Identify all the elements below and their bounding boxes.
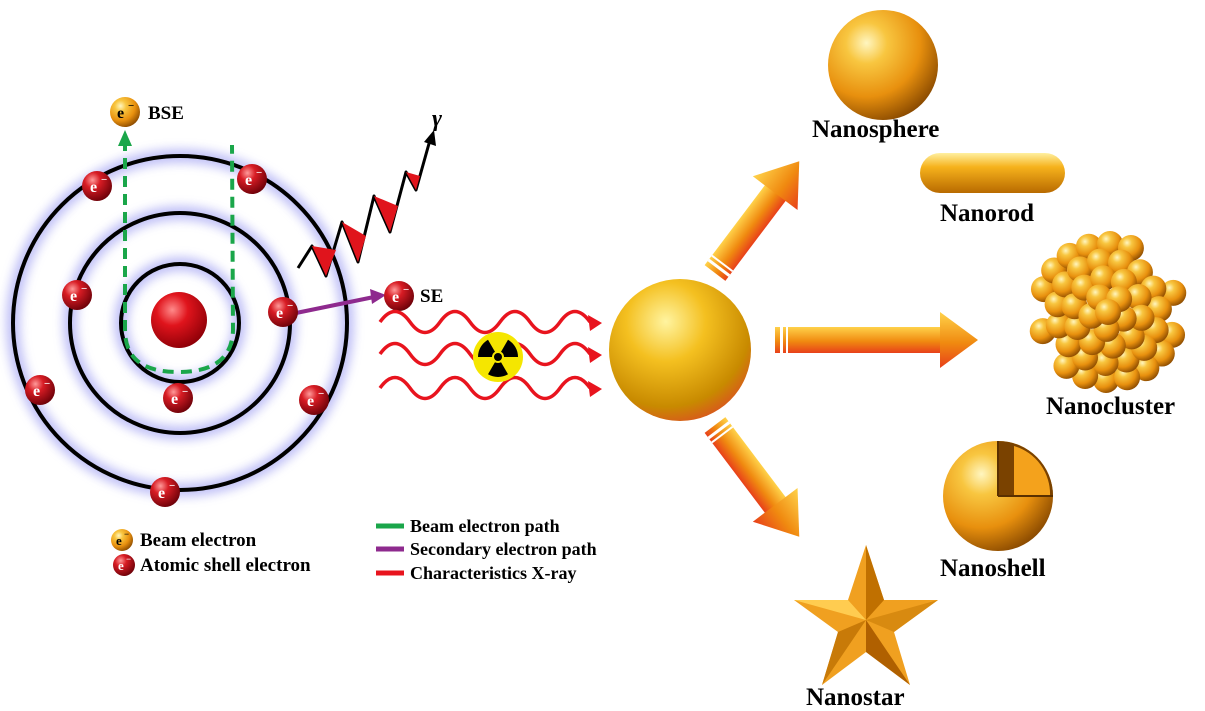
nanoshell-label: Nanoshell	[940, 555, 1046, 582]
nanocluster-shape	[1029, 231, 1187, 393]
svg-text:e: e	[116, 533, 122, 548]
legend-beam-path-label: Beam electron path	[410, 516, 560, 536]
legend-beam-electron-label: Beam electron	[140, 530, 257, 551]
arrow-up	[704, 161, 800, 281]
xray-waves	[378, 309, 602, 401]
shell-electron: e −	[268, 297, 298, 327]
nanocluster-label: Nanocluster	[1046, 393, 1175, 420]
svg-text:e: e	[70, 288, 77, 305]
cluster-particle	[1125, 284, 1152, 311]
svg-text:−: −	[287, 300, 293, 312]
shell-electron: e −	[25, 375, 55, 405]
inner-shell	[119, 262, 241, 384]
svg-text:e: e	[245, 172, 252, 189]
nucleus	[151, 292, 207, 348]
svg-text:e: e	[158, 485, 165, 502]
xray-arrowhead	[588, 315, 602, 331]
svg-text:e: e	[171, 391, 178, 408]
svg-text:−: −	[126, 554, 131, 564]
radiation-icon	[473, 332, 523, 382]
legend-beam-electron-icon: e −	[111, 529, 133, 551]
svg-text:e: e	[90, 179, 97, 196]
atom: γ e − BSE e − SE e − e − e −	[6, 97, 443, 507]
nanorod-shape	[920, 153, 1065, 193]
svg-text:−: −	[128, 100, 134, 112]
svg-text:e: e	[118, 558, 124, 573]
svg-text:e: e	[276, 305, 283, 322]
se-electron: e −	[384, 281, 414, 311]
nanostar-label: Nanostar	[806, 684, 905, 711]
svg-text:−: −	[256, 167, 262, 179]
shell-electron: e −	[237, 164, 267, 194]
xray-wave	[378, 375, 592, 401]
shell-electron: e −	[82, 171, 112, 201]
legend-xray-label: Characteristics X-ray	[410, 563, 576, 583]
shell-electron: e −	[150, 477, 180, 507]
legend-shell-electron-label: Atomic shell electron	[140, 555, 311, 576]
nanostar-shape	[794, 545, 938, 685]
beam-path-arrowhead	[118, 130, 132, 146]
svg-text:−: −	[81, 283, 87, 295]
svg-text:−: −	[44, 378, 50, 390]
svg-text:−: −	[182, 386, 188, 398]
secondary-path-arrowhead	[370, 289, 386, 304]
outer-shell	[11, 154, 349, 492]
gamma-wave-fill	[312, 246, 336, 276]
nanorod-label: Nanorod	[940, 200, 1034, 227]
cluster-particle	[1095, 299, 1121, 325]
gamma-wave-fill	[374, 196, 398, 232]
bse-electron: e −	[110, 97, 140, 127]
svg-text:e: e	[117, 105, 124, 122]
gamma-wave-fill	[406, 172, 420, 190]
legend-secondary-path-label: Secondary electron path	[410, 539, 597, 559]
secondary-electron-path	[295, 295, 375, 315]
svg-text:e: e	[33, 383, 40, 400]
cluster-particle	[1045, 312, 1072, 339]
beam-electron-path	[123, 140, 236, 375]
gamma-wave-fill	[342, 222, 366, 262]
arrow-right	[775, 312, 978, 368]
svg-text:e: e	[392, 289, 399, 306]
svg-text:e: e	[307, 393, 314, 410]
svg-text:−: −	[124, 529, 129, 539]
arrow-down	[704, 417, 800, 537]
legend: e − Beam electron e − Atomic shell elect…	[111, 516, 597, 583]
xray-arrowhead	[588, 347, 602, 363]
svg-text:−: −	[403, 284, 409, 296]
nanosphere-shape	[828, 10, 938, 120]
gold-nanoparticle	[609, 279, 751, 421]
nanoshell-shape	[943, 441, 1053, 551]
bse-label: BSE	[148, 103, 184, 124]
legend-shell-electron-icon: e −	[113, 554, 135, 576]
xray-arrowhead	[588, 381, 602, 397]
shell-electron: e −	[299, 385, 329, 415]
xray-wave	[378, 309, 592, 335]
svg-text:−: −	[318, 388, 324, 400]
se-label: SE	[420, 286, 443, 307]
svg-text:−: −	[169, 480, 175, 492]
nanosphere-label: Nanosphere	[812, 116, 939, 143]
gamma-arrowhead	[424, 130, 436, 146]
gamma-label: γ	[432, 106, 442, 132]
shell-electron: e −	[163, 383, 193, 413]
shell-electron: e −	[62, 280, 92, 310]
svg-text:−: −	[101, 174, 107, 186]
